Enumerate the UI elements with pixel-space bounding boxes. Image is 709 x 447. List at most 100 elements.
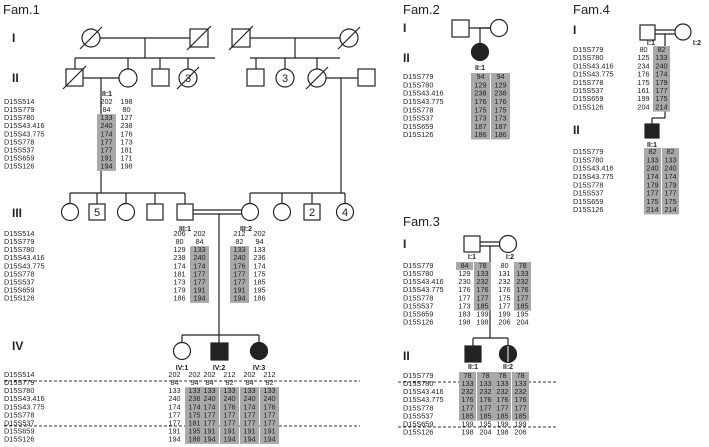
- fam1-iv3-shading: [260, 387, 279, 444]
- fam1-iii-marker-label: D15S778: [4, 269, 34, 278]
- fam3-symbols: [463, 234, 518, 364]
- fam4-ii1-allele: 177: [664, 189, 676, 198]
- fam3-ii1-shading: [477, 372, 494, 421]
- fam4-i1-shading: [653, 46, 670, 112]
- fam1-gen-iii: III: [12, 206, 22, 220]
- fam3-ii2-allele: 185: [514, 411, 526, 420]
- fam4-ii1-allele: 175: [646, 197, 658, 206]
- fam1-iv-marker-label: D15S778: [4, 410, 34, 419]
- fam1-iii2-shading: [230, 246, 249, 303]
- fam1-iv3-allele: 194: [263, 435, 275, 444]
- deceased-slash: [337, 26, 361, 50]
- fam3-i-marker-label: D15S659: [403, 310, 433, 319]
- fam1-iii-female-3: [272, 202, 292, 222]
- individual-ids: II:1 III:1 III:2 IV:1 IV:2 IV:3 II:1 I:1…: [102, 40, 701, 372]
- fam1-iii-male: [146, 203, 164, 221]
- fam1-ii1-allele: 80: [122, 105, 130, 114]
- fam1-ii-marker-label: D15S779: [4, 105, 34, 114]
- fam2-ii1-allele: 176: [474, 97, 486, 106]
- fam1-iv2-allele: 177: [223, 410, 235, 419]
- fam1-iv3-shading: [240, 387, 259, 444]
- fam1-iv2-allele: 177: [203, 419, 215, 428]
- fam1-iii1-allele: 177: [193, 278, 205, 287]
- fam1-iv1-allele: 174: [188, 402, 200, 411]
- recombination-lines: [4, 380, 556, 428]
- fam1-iv-marker-label: D15S780: [4, 386, 34, 395]
- fam3-i1-allele: 199: [476, 310, 488, 319]
- fam1-ii1-female: [118, 68, 138, 88]
- fam3-ii2-allele: 232: [496, 387, 508, 396]
- fam1-iii1-allele: 174: [193, 261, 205, 270]
- fam4-i1-id: I:1: [647, 40, 655, 47]
- fam3-ii1-allele: 185: [479, 411, 491, 420]
- fam4-i1-allele: 161: [637, 86, 649, 95]
- fam3-i2-allele: 133: [516, 269, 528, 278]
- fam1-iii1-allele: 240: [193, 253, 205, 262]
- fam2-ii1-allele: 175: [474, 105, 486, 114]
- fam3-i1-allele: 183: [458, 310, 470, 319]
- fam1-ii1-allele: 202: [100, 97, 112, 106]
- fam3-ii1-affected-male: [464, 345, 482, 363]
- fam1-ii-marker-label: D15S780: [4, 113, 34, 122]
- fam1-ii-marker-label: D15S778: [4, 137, 34, 146]
- fam1-iv2-allele: 191: [203, 427, 215, 436]
- fam3-title: Fam.3: [403, 214, 440, 229]
- fam1-iv2-allele: 194: [203, 435, 215, 444]
- fam4-ii1-id: II:1: [647, 142, 657, 149]
- fam1-ii1-shading: [97, 114, 116, 171]
- fam1-gen-i: I: [12, 31, 15, 45]
- fam3-ii1-allele: 198: [461, 428, 473, 437]
- fam1-iii1-allele: 177: [193, 269, 205, 278]
- fam1-iv-marker-label: D15S537: [4, 419, 34, 428]
- fam1-iv2-id: IV:2: [213, 365, 226, 372]
- fam1-iv2-allele: 202: [203, 370, 215, 379]
- fam1-gen-iv-symbols: [172, 341, 269, 361]
- fam1-iv3-id: IV:3: [253, 365, 266, 372]
- fam3-i1-allele: 84: [460, 261, 468, 270]
- fam1-gen-iii-symbols: [60, 202, 355, 222]
- fam3-ii2-allele: 78: [516, 371, 524, 380]
- fam1-iv3-allele: 212: [263, 370, 275, 379]
- fam1-ii-count-b: 3: [282, 73, 288, 85]
- fam1-iv3-allele: 194: [243, 435, 255, 444]
- fam4-ii1-allele: 240: [664, 164, 676, 173]
- fam4-ii1-allele: 177: [646, 189, 658, 198]
- fam1-gen-i-symbols: [79, 25, 361, 51]
- fam3-ii-marker-label: D15S537: [403, 411, 433, 420]
- fam1-iv2-allele: 133: [223, 386, 235, 395]
- fam1-ii1-allele: 198: [120, 162, 132, 171]
- fam2-ii1-id: II:1: [475, 65, 485, 72]
- fam1-iii2-allele: 240: [233, 253, 245, 262]
- fam3-ii2-allele: 177: [496, 403, 508, 412]
- fam1-iv3-allele: 176: [263, 402, 275, 411]
- fam1-iv3-allele: 177: [263, 419, 275, 428]
- fam1-iv1-allele: 202: [188, 370, 200, 379]
- fam1-iv1-allele: 133: [168, 386, 180, 395]
- fam1-iii2-allele: 185: [253, 278, 265, 287]
- fam3-i2-allele: 195: [516, 310, 528, 319]
- fam4-i1-allele: 175: [655, 94, 667, 103]
- fam1-iii2-allele: 177: [233, 278, 245, 287]
- fam1-ii1-allele: 84: [102, 105, 110, 114]
- fam4-ii1-allele: 214: [646, 205, 658, 214]
- fam2-ii1-allele: 238: [474, 89, 486, 98]
- fam4-ii-marker-label: D15S779: [573, 147, 603, 156]
- fam1-iii-marker-label: D15S126: [4, 294, 34, 303]
- fam1-iv3-allele: 177: [263, 410, 275, 419]
- fam4-ii1-allele: 174: [646, 172, 658, 181]
- fam4-i1-allele: 240: [655, 61, 667, 70]
- fam4-ii1-allele: 174: [664, 172, 676, 181]
- fam1-iv1-allele: 191: [168, 427, 180, 436]
- fam3-ii1-allele: 177: [461, 403, 473, 412]
- fam2-ii1-allele: 173: [474, 114, 486, 123]
- fam4-ii1-allele: 179: [664, 180, 676, 189]
- fam1-iv3-allele: 240: [243, 394, 255, 403]
- fam1-iii2-allele: 177: [233, 269, 245, 278]
- fam3-i2-id: I:2: [506, 254, 514, 261]
- fam4-i-marker-label: D15S779: [573, 45, 603, 54]
- fam4-i1-allele: 204: [637, 102, 649, 111]
- fam1-ii1-allele: 194: [100, 162, 112, 171]
- fam2-marker-label: D15S537: [403, 114, 433, 123]
- fam1-iii1-shading: [190, 246, 209, 303]
